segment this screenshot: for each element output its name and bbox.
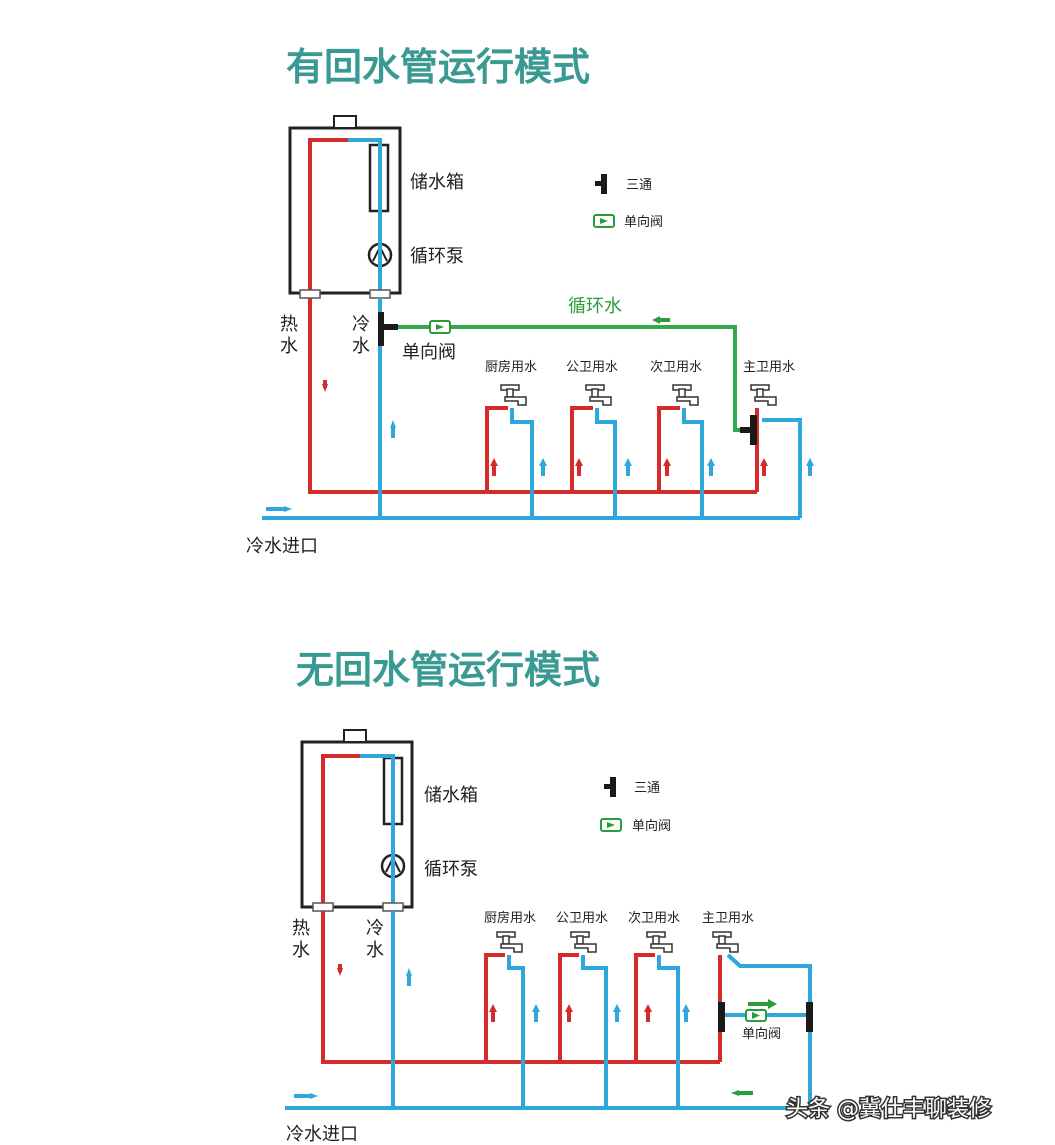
faucet-second-1 — [672, 384, 699, 406]
public-bath-hot-2 — [558, 953, 579, 1062]
cold-arrow-up-2 — [406, 968, 412, 976]
legend-tee-label-1: 三通 — [626, 178, 652, 193]
circ-arrow-1 — [652, 316, 660, 324]
bypass-arrow-2 — [768, 999, 777, 1009]
diagram-with-return: 有回水管运行模式 — [246, 45, 814, 557]
outlet-public-label-1: 公卫用水 — [566, 360, 618, 375]
outlet-kitchen-label-2: 厨房用水 — [484, 910, 536, 926]
diagram-without-return: 无回水管运行模式 — [285, 648, 813, 1145]
heater-top-vent-2 — [343, 729, 367, 743]
cold-label-2b: 水 — [366, 940, 384, 961]
outlet-public-label-2: 公卫用水 — [556, 911, 608, 926]
inlet-arrow-tail-2 — [294, 1094, 310, 1098]
hot-main-2 — [321, 911, 720, 1064]
return-arrow-tail-2 — [739, 1091, 753, 1095]
hot-arrow-down-tail-1 — [323, 380, 327, 388]
second-bath-cold-1 — [682, 408, 704, 518]
faucet-second-2 — [646, 931, 673, 953]
check-valve-1 — [429, 320, 451, 334]
heater-cold-inner-1 — [348, 138, 382, 293]
return-arrow-2 — [731, 1090, 739, 1096]
faucet-kitchen-1 — [500, 384, 527, 406]
cold-inlet-label-2: 冷水进口 — [286, 1124, 358, 1145]
legend-tee-icon-2-branch — [604, 784, 612, 789]
faucet-public-2 — [570, 931, 597, 953]
outlet-arrows-2 — [489, 1004, 690, 1022]
second-bath-hot-2 — [634, 953, 655, 1062]
public-bath-cold-2 — [581, 955, 608, 1108]
diagram1-title: 有回水管运行模式 — [286, 45, 590, 89]
check-valve-label-1: 单向阀 — [402, 342, 456, 363]
cold-label-2a: 冷 — [366, 918, 384, 939]
cold-label-1b: 水 — [352, 336, 370, 357]
legend-check-valve-label-1: 单向阀 — [624, 214, 663, 230]
faucet-kitchen-2 — [496, 931, 523, 953]
hot-port-1 — [299, 289, 321, 299]
check-valve-2-arrow — [752, 1012, 760, 1019]
cold-arrow-up-tail-1 — [391, 428, 395, 438]
hot-label-1a: 热 — [280, 314, 298, 335]
pump-label-2: 循环泵 — [424, 859, 478, 880]
hot-label-1b: 水 — [280, 336, 298, 357]
pump-label-1: 循环泵 — [410, 246, 464, 267]
inlet-arrow-tail-1 — [266, 507, 284, 511]
heater-cold-inner-2 — [360, 754, 395, 907]
tee-2a — [718, 1002, 725, 1032]
public-bath-hot-1 — [570, 406, 593, 492]
watermark: 头条 @冀仕丰聊装修 — [786, 1097, 991, 1122]
legend-tee-label-2: 三通 — [634, 781, 660, 796]
circ-arrow-tail-1 — [660, 318, 670, 322]
kitchen-cold-2 — [507, 955, 525, 1108]
tee-1b-branch — [740, 427, 754, 433]
kitchen-cold-1 — [510, 408, 534, 518]
legend-check-valve-icon-1 — [593, 214, 615, 228]
kitchen-hot-2 — [484, 953, 505, 1062]
hot-port-2 — [312, 902, 334, 912]
cold-arrow-up-tail-2 — [407, 976, 411, 986]
legend-check-valve-icon-2 — [600, 818, 622, 832]
circulation-label-1: 循环水 — [568, 296, 622, 317]
bypass-arrow-tail-2 — [748, 1002, 768, 1006]
cold-port-2 — [382, 902, 404, 912]
faucet-public-1 — [585, 384, 612, 406]
public-bath-cold-1 — [595, 408, 617, 518]
outlet-kitchen-label-1: 厨房用水 — [485, 359, 537, 375]
master-bath-cold-2 — [726, 953, 812, 1108]
faucet-master-1 — [750, 384, 777, 406]
tee-2b — [806, 1002, 813, 1032]
second-bath-hot-1 — [657, 406, 680, 492]
inlet-arrow-1 — [284, 506, 292, 512]
legend-tee-icon-1-branch — [595, 181, 603, 186]
outlet-arrows-1 — [490, 458, 814, 476]
outlet-master-label-2: 主卫用水 — [702, 911, 754, 926]
check-valve-label-2: 单向阀 — [742, 1026, 781, 1042]
master-bath-cold-1 — [762, 418, 802, 518]
cold-port-1 — [369, 289, 391, 299]
storage-tank-label-1: 储水箱 — [410, 172, 464, 193]
outlet-second-label-1: 次卫用水 — [650, 359, 702, 375]
heater-top-vent-1 — [333, 115, 357, 129]
diagram2-title: 无回水管运行模式 — [296, 648, 600, 692]
outlet-second-label-2: 次卫用水 — [628, 910, 680, 926]
second-bath-cold-2 — [657, 955, 680, 1108]
legend-tee-icon-2 — [610, 777, 616, 797]
cold-arrow-up-1 — [390, 420, 396, 428]
hot-arrow-down-tail-2 — [338, 964, 342, 972]
inlet-arrow-2 — [310, 1093, 318, 1099]
heater-hot-inner-2 — [321, 754, 360, 907]
hot-main-1 — [308, 298, 757, 494]
storage-tank-label-2: 储水箱 — [424, 785, 478, 806]
hot-label-2a: 热 — [292, 918, 310, 939]
kitchen-hot-1 — [485, 406, 508, 492]
legend-check-valve-label-2: 单向阀 — [632, 818, 671, 834]
legend-tee-icon-1 — [601, 174, 607, 194]
heater-hot-inner-1 — [308, 138, 348, 293]
cold-label-1a: 冷 — [352, 314, 370, 335]
outlet-master-label-1: 主卫用水 — [743, 360, 795, 375]
cold-inlet-label-1: 冷水进口 — [246, 536, 318, 557]
tee-1a-branch — [380, 324, 398, 330]
hot-label-2b: 水 — [292, 940, 310, 961]
faucet-master-2 — [712, 931, 739, 953]
